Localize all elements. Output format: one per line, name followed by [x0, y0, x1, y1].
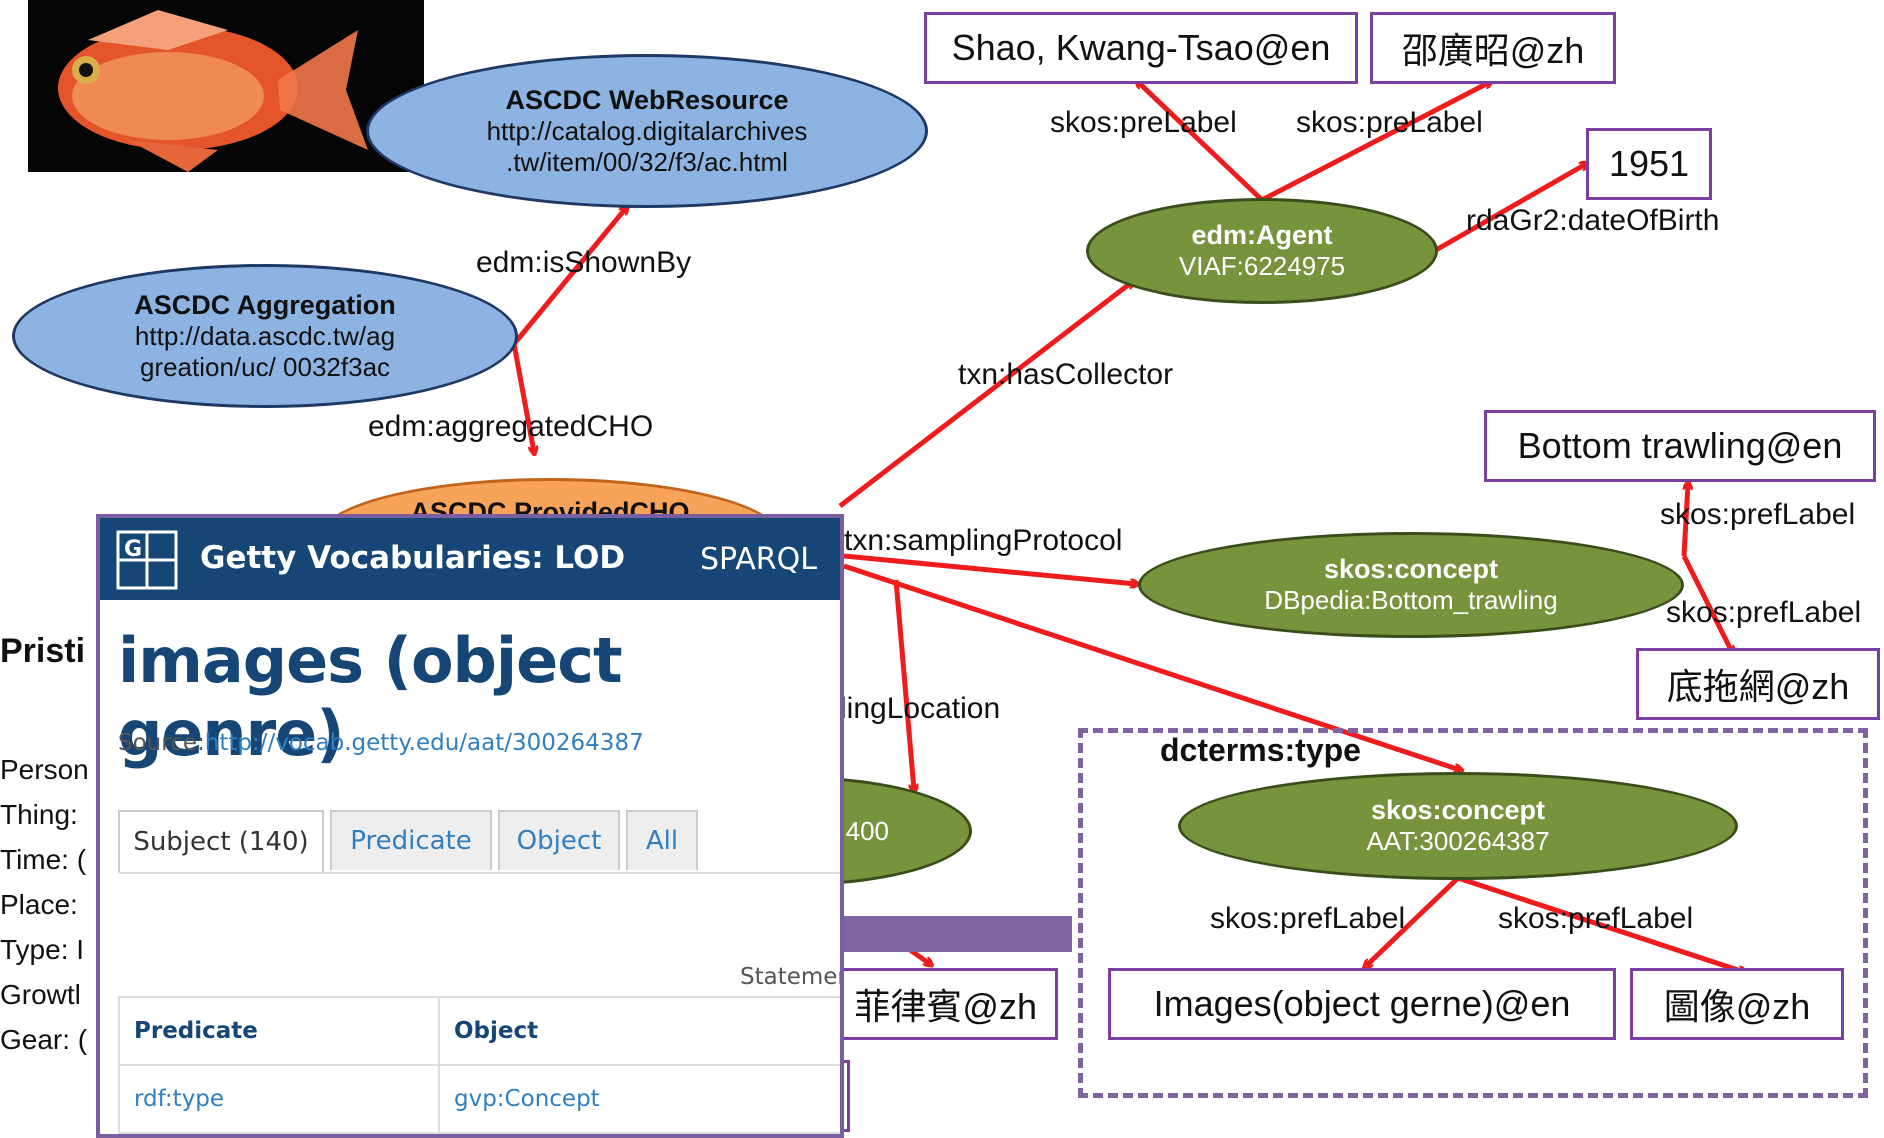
node-line: http://data.ascdc.tw/ag: [134, 320, 396, 351]
getty-header-title: Getty Vocabularies: LOD: [200, 540, 626, 576]
edge-aat-zh: [1457, 875, 1744, 972]
table-row: rdf:type gvp:Concept: [118, 1064, 840, 1134]
node-title: skos:concept: [1323, 554, 1499, 584]
edge-aggregatedCHO: [511, 343, 534, 452]
left-row: Time: (: [0, 844, 87, 875]
node-line: 400: [845, 815, 889, 846]
literal-bottom-en: Bottom trawling@en: [1484, 410, 1876, 482]
edge-dob: [1434, 164, 1586, 253]
edge-samplingProtocol: [843, 553, 1136, 584]
edge-label-trawl-zh: skos:prefLabel: [1666, 596, 1862, 629]
left-row: Person: [0, 754, 89, 785]
edge-label-aggregatedCHO: edm:aggregatedCHO: [368, 410, 654, 443]
node-line: greation/uc/ 0032f3ac: [139, 351, 391, 382]
node-line: VIAF:6224975: [1178, 251, 1346, 281]
node-title: edm:Agent: [1191, 220, 1333, 250]
edge-label-trawl-en: skos:prefLabel: [1660, 498, 1856, 531]
source-link[interactable]: http://vocab.getty.edu/aat/300264387: [204, 730, 644, 756]
getty-logo-icon: G: [116, 530, 178, 590]
node-line: AAT:300264387: [1366, 826, 1550, 856]
literal-year: 1951: [1586, 128, 1712, 200]
edge-label-agent-zh: skos:preLabel: [1296, 106, 1483, 139]
edge-hasCollector: [838, 282, 1132, 508]
tab-object[interactable]: Object: [498, 810, 620, 870]
literal-bottom-zh: 底拖網@zh: [1636, 648, 1880, 720]
edge-samplingLocation: [893, 579, 914, 790]
node-aggregation: ASCDC Aggregation http://data.ascdc.tw/a…: [12, 264, 518, 408]
node-title: ASCDC WebResource: [505, 84, 789, 115]
page-title: images (object genre): [118, 624, 623, 770]
node-line: .tw/item/00/32/f3/ac.html: [506, 146, 788, 177]
edge-aat-en: [1366, 876, 1460, 966]
edge-label-samplingLocation: lingLocation: [840, 692, 1001, 725]
edge-dcterms-type: [843, 563, 1460, 770]
statements-label: Statemer: [740, 964, 844, 990]
edge-label-aat-zh: skos:prefLabel: [1498, 902, 1694, 935]
node-line: DBpedia:Bottom_trawling: [1264, 585, 1558, 615]
getty-header: G Getty Vocabularies: LOD SPARQL: [100, 518, 840, 600]
node-title: ASCDC Aggregation: [134, 289, 396, 320]
edge-label-dob: rdaGr2:dateOfBirth: [1466, 204, 1720, 237]
left-row: Growtl: [0, 979, 81, 1010]
source-label: Source:: [118, 730, 205, 756]
literal-images-zh: 圖像@zh: [1630, 968, 1844, 1040]
getty-panel: G Getty Vocabularies: LOD SPARQL images …: [96, 514, 844, 1138]
edge-label-agent-en: skos:preLabel: [1050, 106, 1237, 139]
tab-bar: Subject (140) Predicate Object All: [118, 810, 840, 874]
tab-all[interactable]: All: [626, 810, 698, 870]
svg-text:G: G: [124, 537, 142, 562]
tab-subject[interactable]: Subject (140): [118, 810, 324, 872]
literal-shao-en: Shao, Kwang-Tsao@en: [924, 12, 1358, 84]
edge-label-hasCollector: txn:hasCollector: [958, 358, 1174, 391]
source-line: Source:http://vocab.getty.edu/aat/300264…: [118, 730, 644, 756]
left-heading: Pristi: [0, 632, 86, 670]
node-title: skos:concept: [1370, 795, 1546, 825]
edge-label-samplingProtocol: txn:samplingProtocol: [844, 524, 1123, 557]
cell-object-link[interactable]: gvp:Concept: [438, 1064, 840, 1134]
edge-trawl-zh: [1681, 554, 1732, 652]
statements-table: Predicate Object rdf:type gvp:Concept: [118, 996, 840, 1134]
aat-group-box: [1078, 728, 1868, 1098]
edge-agent-en: [1138, 82, 1264, 202]
node-concept-trawl: skos:concept DBpedia:Bottom_trawling: [1138, 532, 1684, 638]
literal-images-en: Images(object gerne)@en: [1108, 968, 1616, 1040]
tab-predicate[interactable]: Predicate: [330, 810, 492, 870]
col-object: Object: [438, 996, 840, 1066]
left-row: Gear: (: [0, 1024, 88, 1055]
fish-photo: [28, 0, 424, 172]
node-line: http://catalog.digitalarchives: [486, 115, 808, 146]
col-predicate: Predicate: [118, 996, 440, 1066]
cell-predicate-link[interactable]: rdf:type: [118, 1064, 440, 1134]
edge-label-isShownBy: edm:isShownBy: [476, 246, 692, 279]
left-row: Type: I: [0, 934, 85, 965]
literal-shao-zh: 邵廣昭@zh: [1370, 12, 1616, 84]
node-concept-aat: skos:concept AAT:300264387: [1178, 772, 1738, 880]
left-row: Place:: [0, 889, 78, 920]
edge-label-dcterms-type: dcterms:type: [1160, 732, 1361, 768]
edge-label-aat-en: skos:prefLabel: [1210, 902, 1406, 935]
literal-philippines-zh: 菲律賓@zh: [820, 968, 1058, 1040]
edge-agent-zh: [1260, 82, 1490, 203]
left-row: Thing:: [0, 799, 78, 830]
sparql-link[interactable]: SPARQL: [700, 542, 817, 577]
table-header-row: Predicate Object: [118, 996, 840, 1066]
edge-trawl-en: [1681, 484, 1688, 557]
edge-isShownBy: [512, 208, 626, 346]
node-webresource: ASCDC WebResource http://catalog.digital…: [366, 54, 928, 208]
node-agent: edm:Agent VIAF:6224975: [1086, 198, 1438, 304]
